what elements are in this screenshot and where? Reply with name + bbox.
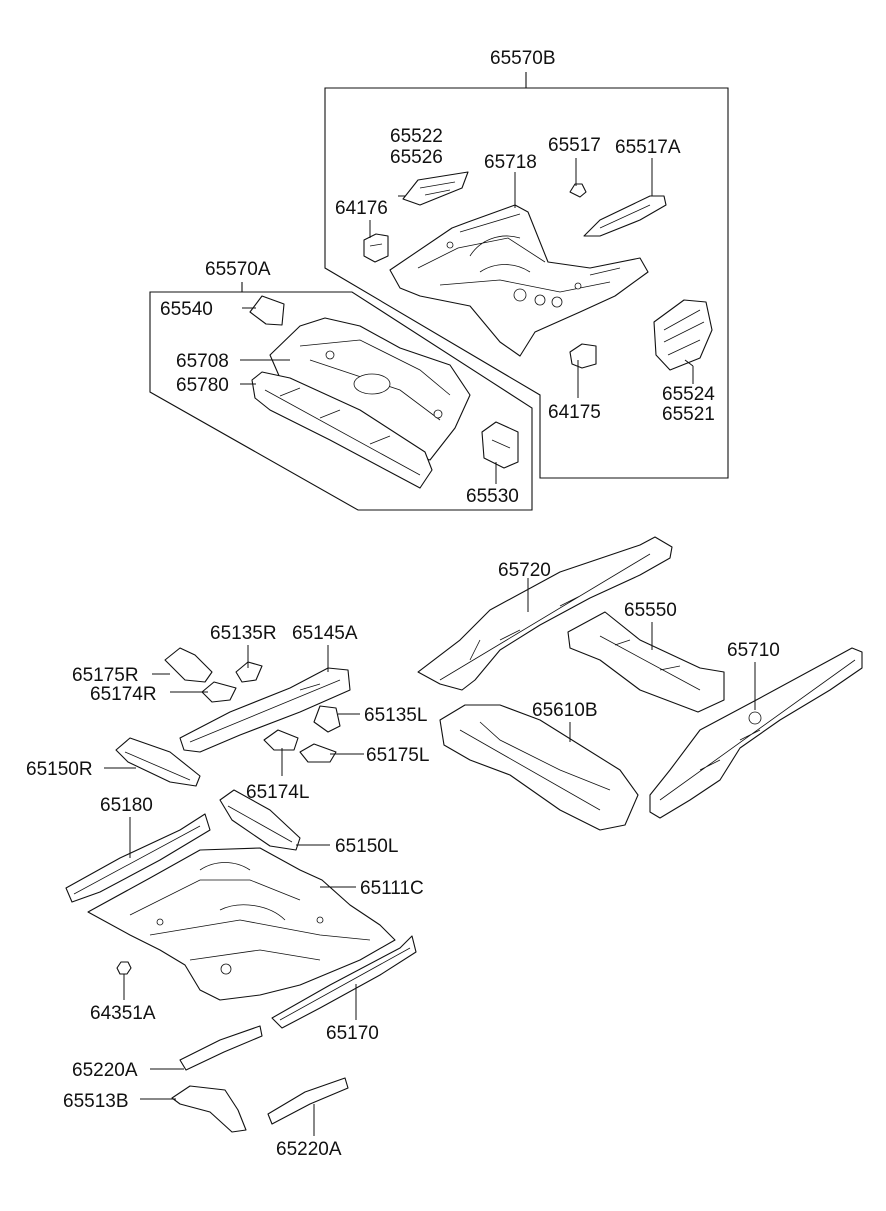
callout-65780: 65780 — [176, 375, 229, 396]
callout-65145A: 65145A — [292, 623, 358, 644]
part-65220A-bracket-upper — [179, 1025, 263, 1071]
callout-65708: 65708 — [176, 351, 229, 372]
part-65710-side-member — [649, 647, 863, 819]
callout-65111C: 65111C — [360, 878, 424, 899]
part-65180-side-sill-inner — [65, 813, 211, 903]
group-frame-65570A — [149, 282, 533, 511]
callout-65530: 65530 — [466, 486, 519, 507]
callout-65524: 65524 — [662, 384, 715, 405]
part-65150R-member — [115, 737, 201, 787]
part-65550-subframe — [567, 611, 725, 713]
part-64176-bracket — [363, 233, 389, 263]
part-65175R-bracket — [164, 647, 213, 683]
part-65522-65526-bracket — [402, 171, 469, 206]
callout-64176: 64176 — [335, 198, 388, 219]
part-65150L-member — [219, 789, 301, 851]
callout-65570B: 65570B — [490, 48, 556, 69]
callout-65180: 65180 — [100, 795, 153, 816]
callout-65220A-lower: 65220A — [276, 1139, 342, 1160]
part-64175-bracket — [569, 343, 597, 369]
part-65135L-bracket — [313, 705, 341, 733]
part-65540-bracket — [249, 295, 285, 326]
part-65174R-bracket — [201, 681, 237, 703]
callout-65135L: 65135L — [364, 705, 427, 726]
callout-65150L: 65150L — [335, 836, 398, 857]
part-65175L-bracket — [299, 743, 337, 763]
part-65111C-front-floor-panel — [87, 847, 396, 1001]
part-65718-rear-floor-pan — [389, 204, 649, 357]
part-65170-side-sill-inner — [271, 935, 417, 1029]
part-65708-center-floor-pan — [269, 317, 471, 461]
callout-65718: 65718 — [484, 152, 537, 173]
callout-64175: 64175 — [548, 402, 601, 423]
callout-65174R: 65174R — [90, 684, 157, 705]
callout-65513B: 65513B — [63, 1091, 129, 1112]
callout-65174L: 65174L — [246, 782, 309, 803]
part-65220A-bracket-lower — [267, 1077, 349, 1125]
callout-65540: 65540 — [160, 299, 213, 320]
callout-65710: 65710 — [727, 640, 780, 661]
callout-65150R: 65150R — [26, 759, 93, 780]
callout-65135R: 65135R — [210, 623, 277, 644]
callout-65220A-upper: 65220A — [72, 1060, 138, 1081]
callout-65517: 65517 — [548, 135, 601, 156]
callout-65175R: 65175R — [72, 665, 139, 686]
callout-65522: 65522 — [390, 126, 443, 147]
part-65720-rear-side-member — [417, 536, 673, 691]
callout-65720: 65720 — [498, 560, 551, 581]
callout-65170: 65170 — [326, 1023, 379, 1044]
leader-lines — [104, 158, 756, 1136]
part-65524-65521-panel — [653, 299, 713, 371]
callout-65521: 65521 — [662, 404, 715, 425]
callout-65610B: 65610B — [532, 700, 598, 721]
part-65517-clip — [569, 183, 587, 198]
part-65513B-bracket — [171, 1085, 247, 1133]
part-64351A-nut — [116, 961, 132, 975]
part-65145A-crossmember — [179, 667, 351, 753]
part-65780-crossmember — [251, 371, 433, 489]
group-frame-65570B — [324, 72, 729, 479]
callout-64351A: 64351A — [90, 1003, 156, 1024]
callout-65517A: 65517A — [615, 137, 681, 158]
part-65517A-rail — [583, 195, 667, 237]
callout-65550: 65550 — [624, 600, 677, 621]
part-65174L-bracket — [263, 729, 299, 751]
part-65530-bracket — [481, 421, 519, 469]
callout-65175L: 65175L — [366, 745, 429, 766]
callout-65570A: 65570A — [205, 259, 271, 280]
part-65135R-bracket — [235, 661, 263, 683]
part-65610B-front-floor-center — [439, 704, 639, 831]
callout-65526: 65526 — [390, 147, 443, 168]
